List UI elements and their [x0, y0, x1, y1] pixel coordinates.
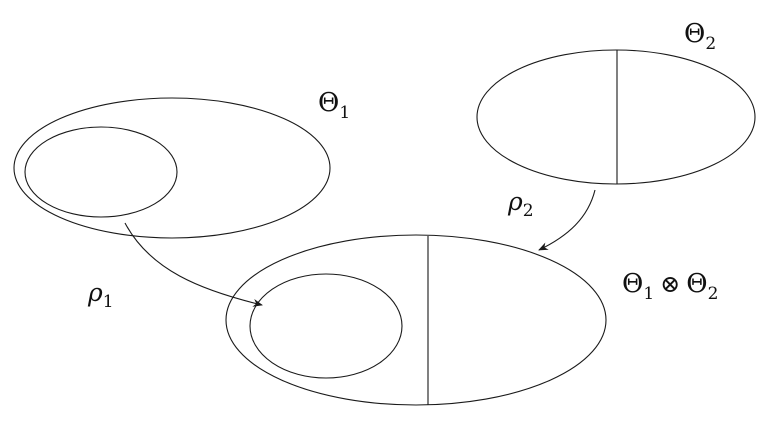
product-shape — [225, 234, 607, 406]
theta1-shape — [13, 97, 331, 239]
theta1-label: Θ1 — [318, 88, 350, 123]
rho1-label: ρ1 — [87, 278, 114, 312]
theta1-inner-ellipse — [24, 126, 178, 218]
product-label: Θ1⊗Θ2 — [622, 269, 718, 304]
rho2-arrow — [538, 189, 596, 251]
product-inner-ellipse — [249, 273, 403, 379]
rho1-arrow — [124, 222, 263, 307]
rho2-label: ρ2 — [507, 187, 534, 221]
theta2-shape — [476, 49, 756, 185]
theta2-ellipse — [476, 49, 756, 185]
theta1-outer-ellipse — [13, 97, 331, 239]
product-outer-ellipse — [225, 234, 607, 406]
theta2-label: Θ2 — [684, 19, 716, 54]
